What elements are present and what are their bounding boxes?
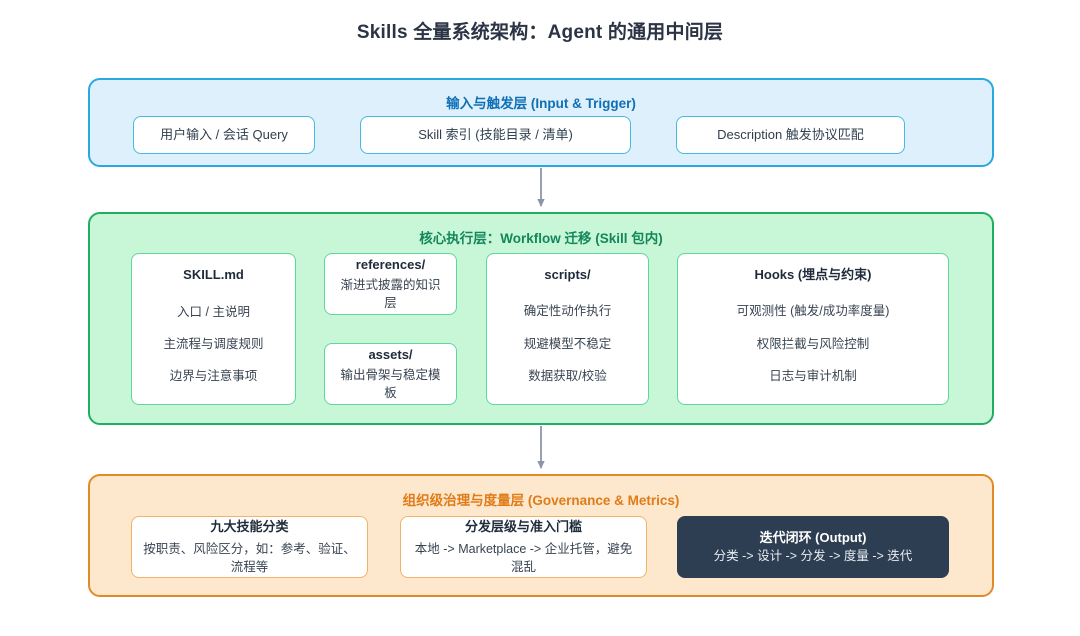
node-title: 分发层级与准入门槛 xyxy=(464,518,582,534)
node-description-trigger-match[interactable]: Description 触发协议匹配 xyxy=(676,116,905,154)
node-title: Skill 索引 (技能目录 / 清单) xyxy=(418,126,573,142)
node-line: 权限拦截与风险控制 xyxy=(756,336,870,351)
page-title: Skills 全量系统架构：Agent 的通用中间层 xyxy=(356,22,724,43)
node-line: 按职责、风险区分，如：参考、验证、流程等 xyxy=(143,541,356,575)
node-distribution-tiers[interactable]: 分发层级与准入门槛 本地 -> Marketplace -> 企业托管，避免混乱 xyxy=(400,516,647,578)
node-title: references/ xyxy=(355,256,426,272)
node-nine-skill-categories[interactable]: 九大技能分类 按职责、风险区分，如：参考、验证、流程等 xyxy=(131,516,368,578)
node-line: 本地 -> Marketplace -> 企业托管，避免混乱 xyxy=(414,541,633,575)
layer-input-title: 输入与触发层 (Input & Trigger) xyxy=(446,96,636,111)
node-line: 入口 / 主说明 xyxy=(177,304,250,319)
layer-governance-title: 组织级治理与度量层 (Governance & Metrics) xyxy=(402,493,680,508)
node-title: assets/ xyxy=(368,346,413,362)
node-line: 确定性动作执行 xyxy=(523,304,612,319)
node-title: 九大技能分类 xyxy=(210,518,289,534)
node-title: SKILL.md xyxy=(183,266,244,282)
node-line: 边界与注意事项 xyxy=(169,369,258,384)
node-line: 分类 -> 设计 -> 分发 -> 度量 -> 迭代 xyxy=(713,549,913,564)
node-references-folder[interactable]: references/ 渐进式披露的知识层 xyxy=(324,253,457,315)
node-line: 可观测性 (触发/成功率度量) xyxy=(736,304,890,319)
node-hooks[interactable]: Hooks (埋点与约束) 可观测性 (触发/成功率度量) 权限拦截与风险控制 … xyxy=(677,253,949,405)
layer-core-title: 核心执行层：Workflow 迁移 (Skill 包内) xyxy=(419,231,663,246)
node-line: 规避模型不稳定 xyxy=(523,336,612,351)
node-skill-md[interactable]: SKILL.md 入口 / 主说明 主流程与调度规则 边界与注意事项 xyxy=(131,253,296,405)
node-iteration-loop-output[interactable]: 迭代闭环 (Output) 分类 -> 设计 -> 分发 -> 度量 -> 迭代 xyxy=(677,516,949,578)
node-line: 输出骨架与稳定模板 xyxy=(340,367,441,401)
node-assets-folder[interactable]: assets/ 输出骨架与稳定模板 xyxy=(324,343,457,405)
node-user-input-query[interactable]: 用户输入 / 会话 Query xyxy=(133,116,315,154)
node-title: 用户输入 / 会话 Query xyxy=(160,126,288,142)
node-line: 日志与审计机制 xyxy=(769,368,857,383)
node-title: Hooks (埋点与约束) xyxy=(754,267,872,283)
node-title: scripts/ xyxy=(544,267,591,283)
node-line: 主流程与调度规则 xyxy=(163,337,264,352)
node-title: 迭代闭环 (Output) xyxy=(759,529,867,545)
node-line: 数据获取/校验 xyxy=(528,368,607,383)
node-title: Description 触发协议匹配 xyxy=(717,126,864,142)
node-scripts-folder[interactable]: scripts/ 确定性动作执行 规避模型不稳定 数据获取/校验 xyxy=(486,253,649,405)
node-line: 渐进式披露的知识层 xyxy=(340,277,441,311)
node-skill-index[interactable]: Skill 索引 (技能目录 / 清单) xyxy=(360,116,631,154)
